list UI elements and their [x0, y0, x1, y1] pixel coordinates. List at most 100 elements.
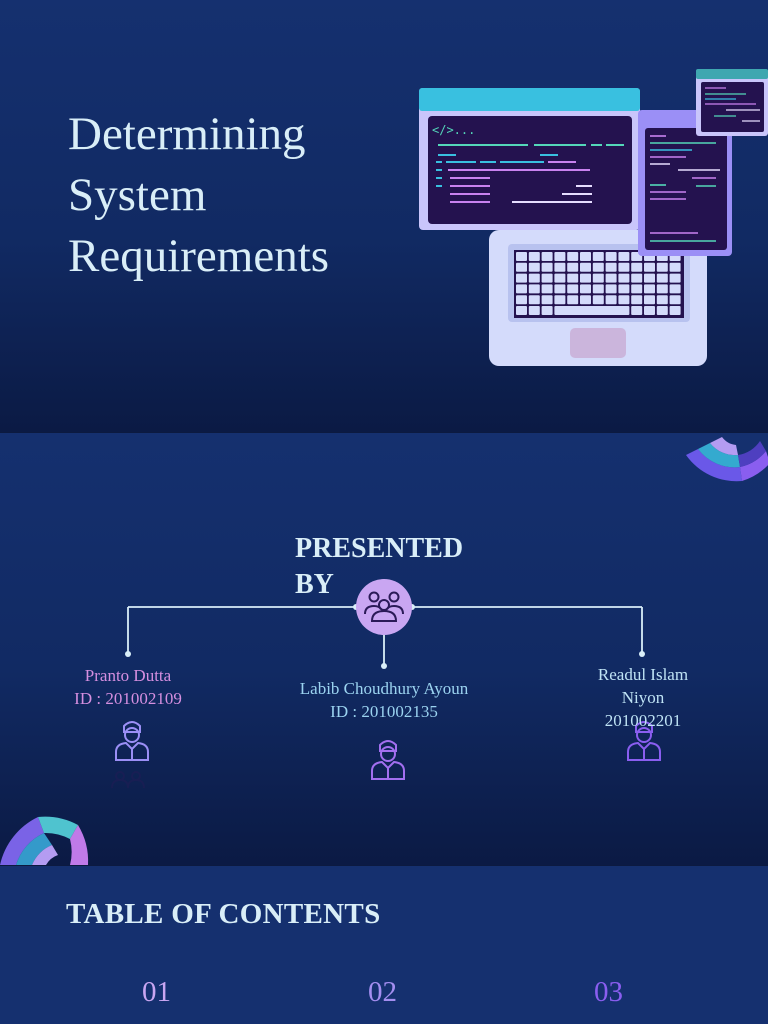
keyboard-key: [592, 295, 604, 305]
code-window-icon: [696, 69, 768, 136]
title-line-2: System: [68, 169, 207, 221]
keyboard-key: [580, 273, 591, 283]
keyboard-key: [541, 295, 553, 305]
keyboard-key: [554, 262, 566, 272]
toc-number-1: 01: [142, 976, 171, 1008]
keyboard-key: [669, 273, 681, 283]
keyboard-key: [580, 284, 591, 294]
keyboard-key: [541, 262, 553, 272]
toc-number-3: 03: [594, 976, 623, 1008]
keyboard-key: [631, 306, 643, 315]
keyboard-key: [631, 262, 643, 272]
keyboard-key: [656, 273, 668, 283]
keyboard-spacebar: [554, 306, 630, 315]
keyboard-key: [516, 284, 527, 294]
keyboard-key: [541, 306, 553, 315]
keyboard-key: [618, 295, 630, 305]
keyboard-key: [580, 262, 591, 272]
keyboard-key: [554, 273, 566, 283]
keyboard-key: [618, 262, 630, 272]
keyboard-key: [541, 284, 553, 294]
title-line-3: Requirements: [68, 230, 330, 282]
toc-number-2: 02: [368, 976, 397, 1008]
code-window-icon: [638, 110, 732, 256]
keyboard-key: [618, 252, 630, 261]
keyboard-key: [516, 252, 527, 261]
keyboard-key: [656, 262, 668, 272]
keyboard-key: [567, 252, 579, 261]
keyboard-key: [554, 295, 566, 305]
keyboard-key: [567, 295, 579, 305]
presenter-card-2: Labib Choudhury Ayoun ID : 201002135: [264, 677, 504, 723]
keyboard-key: [567, 273, 579, 283]
keyboard-key: [592, 262, 604, 272]
keyboard-key: [516, 306, 527, 315]
keyboard-key: [605, 284, 617, 294]
title-slide: Determining System Requirements </>...: [0, 0, 768, 432]
keyboard-key: [528, 295, 540, 305]
keyboard-key: [618, 273, 630, 283]
toc-heading: TABLE OF CONTENTS: [66, 898, 381, 930]
keyboard-key: [631, 284, 643, 294]
slide-title: Determining System Requirements: [68, 104, 329, 287]
keyboard-key: [605, 273, 617, 283]
keyboard-key: [580, 295, 591, 305]
keyboard-key: [644, 306, 655, 315]
keyboard-key: [644, 284, 655, 294]
keyboard-key: [580, 252, 591, 261]
keyboard-key: [631, 295, 643, 305]
keyboard-key: [541, 273, 553, 283]
keyboard-key: [516, 273, 527, 283]
presenter-card-3: Readul Islam Niyon 201002201: [563, 663, 723, 732]
presenter-name-line-2: Niyon: [621, 688, 665, 707]
radial-arc-decoration: [0, 816, 89, 865]
keyboard-key: [669, 262, 681, 272]
keyboard-key: [605, 252, 617, 261]
laptop-code-illustration: </>...: [419, 69, 768, 366]
keyboard-key: [631, 273, 643, 283]
keyboard-key: [644, 262, 655, 272]
keyboard-key: [567, 262, 579, 272]
presenter-card-1: Pranto Dutta ID : 201002109: [48, 664, 208, 710]
keyboard-key: [592, 273, 604, 283]
keyboard-key: [656, 295, 668, 305]
presenter-id: 201002201: [604, 711, 682, 730]
heading-line-1: PRESENTED: [295, 533, 464, 564]
keyboard-key: [669, 295, 681, 305]
toc-slide: [0, 866, 768, 1024]
title-line-1: Determining: [68, 108, 306, 160]
keyboard-key: [644, 273, 655, 283]
presenter-name: Labib Choudhury Ayoun: [299, 679, 469, 698]
keyboard-key: [605, 295, 617, 305]
keyboard-key: [618, 284, 630, 294]
keyboard-key: [656, 284, 668, 294]
presenter-id: ID : 201002135: [330, 702, 438, 721]
person-icon: [627, 721, 661, 761]
presenter-name: Pranto Dutta: [84, 666, 172, 685]
keyboard-key: [592, 252, 604, 261]
keyboard-key: [554, 284, 566, 294]
keyboard-key: [669, 284, 681, 294]
person-icon: [371, 740, 405, 780]
keyboard-key: [567, 284, 579, 294]
person-icon: [115, 721, 149, 761]
keyboard-key: [528, 273, 540, 283]
keyboard-key: [554, 252, 566, 261]
code-window-icon: </>...: [419, 88, 640, 230]
keyboard-key: [541, 252, 553, 261]
person-icon: [111, 771, 145, 789]
keyboard-key: [592, 284, 604, 294]
heading-line-2: BY: [295, 569, 334, 600]
keyboard-key: [656, 306, 668, 315]
presenter-id: ID : 201002109: [74, 689, 182, 708]
radial-arc-decoration: [686, 437, 768, 482]
code-tag: </>...: [432, 123, 475, 137]
presented-by-heading: PRESENTED BY: [295, 531, 463, 603]
keyboard-key: [516, 295, 527, 305]
keyboard-key: [644, 295, 655, 305]
keyboard-key: [528, 306, 540, 315]
keyboard-key: [528, 252, 540, 261]
keyboard-key: [528, 284, 540, 294]
keyboard-key: [516, 262, 527, 272]
keyboard-key: [669, 306, 681, 315]
